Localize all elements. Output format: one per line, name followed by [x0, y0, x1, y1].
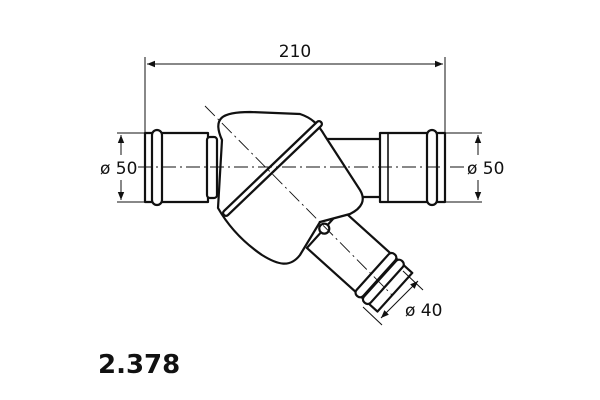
- valve-body: [216, 110, 364, 265]
- length-dimension: [144, 57, 446, 133]
- branch-diameter-dimension: [362, 270, 424, 326]
- right-diameter-dimension: [445, 132, 482, 203]
- branch-axis: [204, 105, 393, 296]
- right-diameter-label: ø 50: [467, 159, 504, 179]
- right-pipe: [378, 128, 447, 207]
- length-label: 210: [279, 42, 311, 62]
- part-number: 2.378: [98, 350, 180, 380]
- body-ring: [222, 120, 323, 217]
- left-diameter-label: ø 50: [100, 159, 137, 179]
- left-pipe: [143, 128, 219, 207]
- branch-diameter-label: ø 40: [405, 301, 442, 321]
- left-diameter-dimension: [117, 132, 145, 203]
